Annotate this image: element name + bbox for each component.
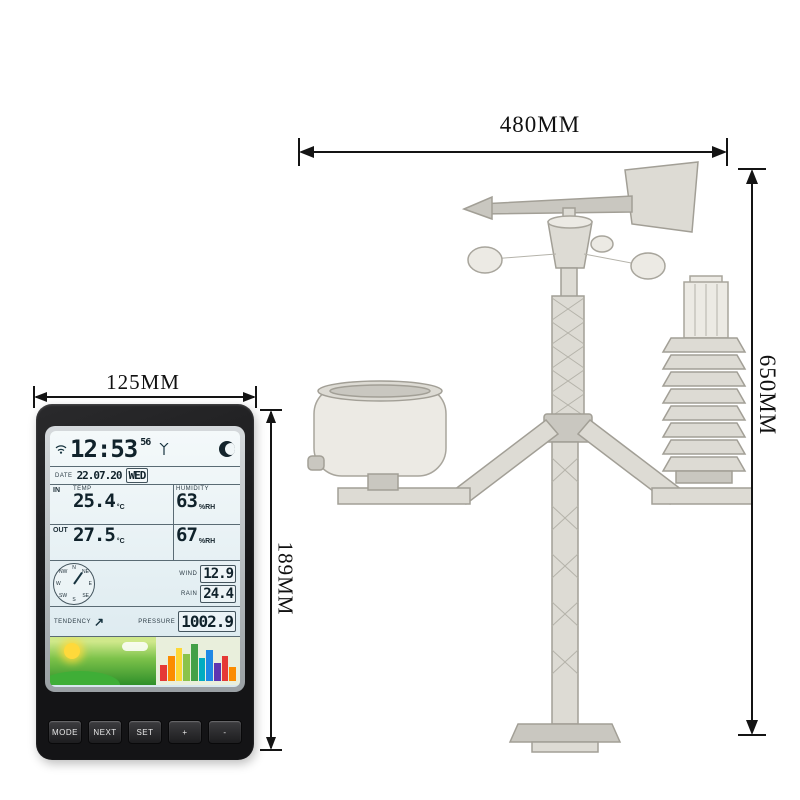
indoor-humidity-value: 63 (176, 490, 198, 512)
outdoor-temp-group: 27.5°C (71, 525, 173, 560)
hill-graphic (50, 671, 120, 685)
indoor-row: IN TEMP 25.4°C HUMIDITY 63%RH (50, 485, 240, 525)
screen-bezel: 12:53 56 DATE 22.07.20 WED IN TEMP 25.4°… (45, 426, 245, 692)
indoor-temp-group: TEMP 25.4°C (71, 485, 173, 524)
compass-n: N (72, 564, 76, 571)
set-button[interactable]: SET (128, 720, 162, 744)
rain-value: 24.4 (200, 584, 236, 603)
moon-phase-icon (219, 440, 235, 457)
compass-s: S (72, 596, 76, 603)
landscape-graphic (50, 637, 157, 685)
dimension-station-width: 480MM (499, 112, 581, 137)
plus-button[interactable]: + (168, 720, 202, 744)
tendency-label: TENDENCY (54, 618, 92, 625)
date-value: 22.07.20 (76, 469, 123, 482)
wind-value: 12.9 (200, 564, 236, 583)
pressure-readout: PRESSURE 1002.9 (138, 611, 236, 632)
dimension-console-width: 125MM (106, 370, 180, 394)
wind-vane-icon (461, 161, 699, 233)
wind-compass: N NE E SE S SW W NW (53, 562, 95, 605)
dimension-line-station-height (738, 168, 766, 736)
date-label: DATE (55, 472, 73, 479)
pressure-value: 1002.9 (178, 611, 236, 632)
wifi-icon (55, 444, 67, 454)
outdoor-humidity-group: 67%RH (173, 525, 240, 560)
pressure-label: PRESSURE (138, 618, 176, 625)
weekday-value: WED (125, 468, 149, 483)
compass-w: W (56, 580, 61, 587)
cloud-icon (122, 642, 149, 651)
rain-readout: RAIN 24.4 (102, 584, 236, 603)
history-bargraph (156, 637, 240, 685)
indoor-temp-value: 25.4 (73, 490, 116, 512)
next-button[interactable]: NEXT (88, 720, 122, 744)
time-row: 12:53 56 (50, 431, 240, 467)
sun-icon (64, 643, 80, 659)
compass-needle-icon (73, 571, 83, 585)
rain-gauge (307, 380, 447, 491)
compass-sw: SW (59, 592, 68, 599)
dimension-line-console-height (260, 409, 282, 751)
tendency-arrow-icon: ↗ (94, 614, 105, 629)
radiation-shield (661, 275, 747, 484)
antenna-icon (159, 442, 169, 455)
humidity-label: HUMIDITY (176, 486, 209, 492)
compass-nw: NW (59, 568, 68, 575)
indoor-label: IN (53, 487, 60, 494)
wind-readout: WIND 12.9 (102, 564, 236, 583)
minus-button[interactable]: - (208, 720, 242, 744)
mode-button[interactable]: MODE (48, 720, 82, 744)
date-row: DATE 22.07.20 WED (50, 467, 240, 485)
humidity-unit: %RH (198, 504, 216, 511)
humidity-unit: %RH (198, 538, 216, 545)
outdoor-sensor-unit (307, 161, 753, 753)
forecast-graphic-row (50, 637, 240, 685)
console-unit: 12:53 56 DATE 22.07.20 WED IN TEMP 25.4°… (36, 404, 254, 760)
outdoor-temp-value: 27.5 (73, 524, 116, 546)
outdoor-humidity-value: 67 (176, 524, 198, 546)
console-buttons: MODE NEXT SET + - (48, 720, 242, 744)
clock-time: 12:53 (70, 434, 138, 463)
mounting-arms (337, 413, 753, 506)
clock-seconds: 56 (140, 437, 151, 448)
outdoor-label: OUT (53, 527, 68, 534)
dimension-line-console-width (33, 386, 257, 408)
lower-mast (508, 441, 622, 753)
anemometer-icon (467, 215, 666, 280)
tendency-pressure-row: TENDENCY ↗ PRESSURE 1002.9 (50, 607, 240, 637)
wind-label: WIND (179, 570, 198, 577)
dimension-line-station-width (298, 138, 728, 166)
outdoor-row: OUT 27.5°C 67%RH (50, 525, 240, 561)
temp-label: TEMP (73, 486, 92, 492)
wind-rain-row: N NE E SE S SW W NW WIND 12.9 (50, 561, 240, 607)
indoor-humidity-group: HUMIDITY 63%RH (173, 485, 240, 524)
compass-ne: NE (82, 568, 89, 575)
rain-label: RAIN (180, 590, 198, 597)
compass-e: E (88, 580, 92, 587)
upper-mast (551, 267, 585, 419)
lcd-screen: 12:53 56 DATE 22.07.20 WED IN TEMP 25.4°… (50, 431, 240, 687)
compass-se: SE (82, 592, 89, 599)
temp-unit: °C (116, 504, 125, 511)
temp-unit: °C (116, 538, 125, 545)
